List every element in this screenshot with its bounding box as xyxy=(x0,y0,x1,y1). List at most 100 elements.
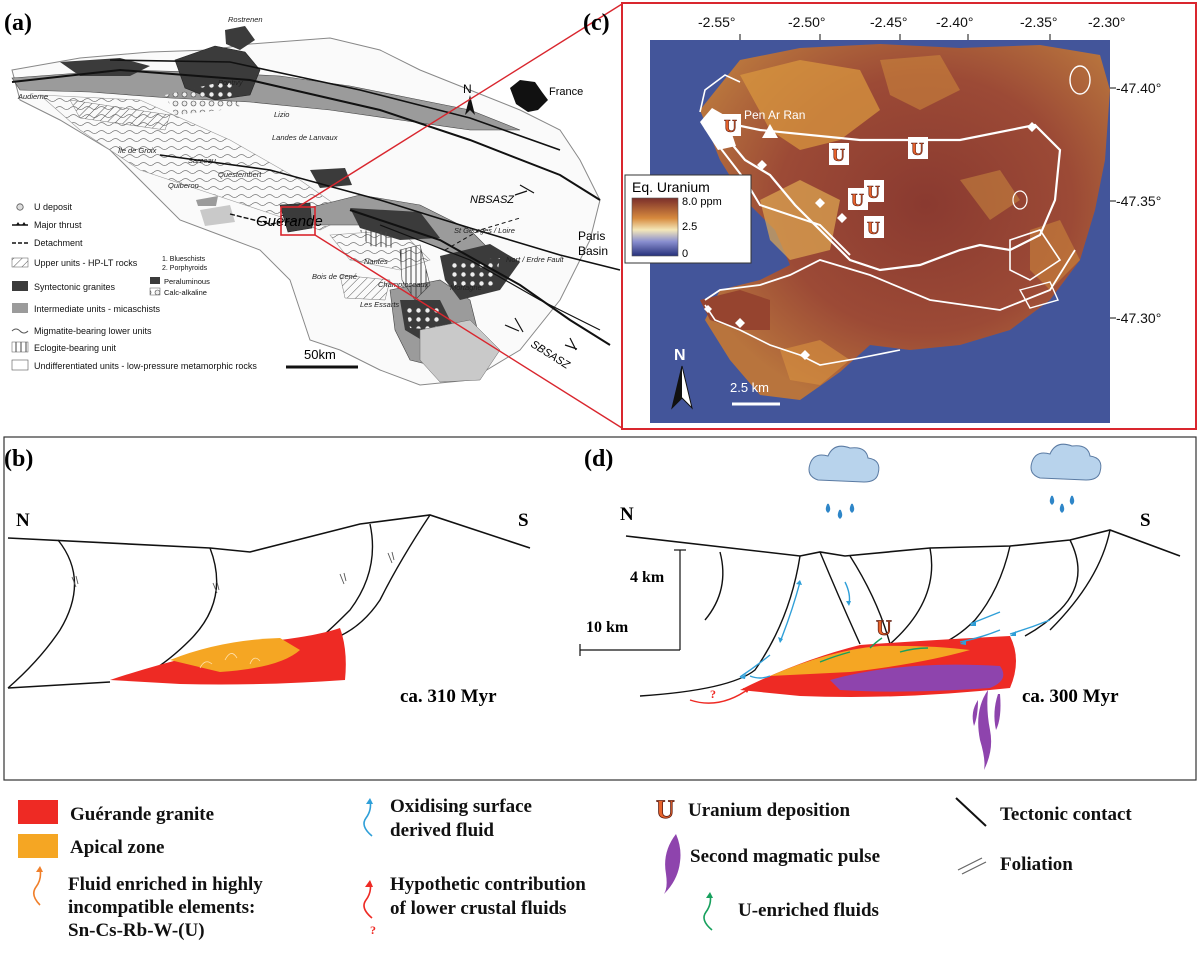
legend-apical-swatch xyxy=(18,834,58,858)
place-nantes: Nantes xyxy=(364,257,388,266)
legend-pulse-icon xyxy=(664,834,681,894)
pen-ar-ran-headland xyxy=(700,108,736,150)
colorbar-title: Eq. Uranium xyxy=(632,179,710,195)
place-pontivy: Pontivy xyxy=(218,78,244,87)
panel-d-surface xyxy=(625,529,1181,557)
svg-text:2.5 km: 2.5 km xyxy=(730,380,769,395)
svg-text:U: U xyxy=(851,190,864,210)
svg-text:4 km: 4 km xyxy=(630,569,665,586)
legend-foliation-icon xyxy=(957,857,987,875)
svg-text:2. Porphyroids: 2. Porphyroids xyxy=(162,265,208,272)
svg-text:Second magmatic pulse: Second magmatic pulse xyxy=(690,846,880,867)
place-questembert: Questembert xyxy=(218,170,262,179)
svg-text:Fluid enriched in highly: Fluid enriched in highly xyxy=(68,874,263,895)
svg-text:U: U xyxy=(911,139,924,159)
map-north-label: N xyxy=(463,82,472,96)
place-nort: Nort / Erdre Fault xyxy=(506,255,564,264)
svg-text:Paris: Paris xyxy=(578,229,605,243)
panel-d-age: ca. 300 Myr xyxy=(1022,686,1119,707)
u-deposit-markers: U U U U U U xyxy=(721,114,928,238)
svg-text:8.0 ppm: 8.0 ppm xyxy=(682,196,722,208)
place-les-essarts: Les Essarts xyxy=(360,300,399,309)
map-upper-units xyxy=(69,99,171,131)
map-legend: U deposit Major thrust Detachment Upper … xyxy=(11,202,257,371)
xtick-5: -2.30° xyxy=(1088,14,1126,30)
xtick-3: -2.40° xyxy=(936,14,974,30)
svg-text:France: France xyxy=(549,86,583,98)
svg-text:U: U xyxy=(832,145,845,165)
panel-c: (c) xyxy=(583,2,1197,430)
panel-label-c: (c) xyxy=(583,10,610,36)
place-champtoceaux: Champtoceaux xyxy=(378,280,429,289)
bottom-legend: Guérande granite Apical zone Fluid enric… xyxy=(18,795,1132,941)
panel-d-second-pulse xyxy=(830,664,1004,692)
svg-text:Eclogite-bearing unit: Eclogite-bearing unit xyxy=(34,343,117,353)
svg-text:?: ? xyxy=(370,923,376,937)
svg-text:of lower crustal fluids: of lower crustal fluids xyxy=(390,898,566,919)
svg-text:Migmatite-bearing lower units: Migmatite-bearing lower units xyxy=(34,326,152,336)
svg-text:Detachment: Detachment xyxy=(34,238,83,248)
uranium-map-axes: -2.55° -2.50° -2.45° -2.40° -2.35° -2.30… xyxy=(698,14,1161,326)
france-inset-icon xyxy=(510,80,548,112)
legend-granite-swatch xyxy=(18,800,58,824)
svg-text:Syntectonic granites: Syntectonic granites xyxy=(34,282,116,292)
place-quiberon: Quiberon xyxy=(168,181,199,190)
svg-text:Uranium deposition: Uranium deposition xyxy=(688,800,850,821)
svg-text:?: ? xyxy=(710,687,716,701)
svg-text:Hypothetic contribution: Hypothetic contribution xyxy=(390,874,586,895)
xtick-0: -2.55° xyxy=(698,14,736,30)
panel-label-a: (a) xyxy=(4,10,32,36)
svg-text:Upper units - HP-LT rocks: Upper units - HP-LT rocks xyxy=(34,258,138,268)
panel-a: (a) xyxy=(4,3,623,429)
panel-d-u-enriched-fluid xyxy=(819,637,929,663)
legend-red-fluid-icon: ? xyxy=(363,880,376,937)
panel-d-south: S xyxy=(1140,510,1151,531)
panel-d-u-deposit: U xyxy=(876,615,892,640)
xtick-4: -2.35° xyxy=(1020,14,1058,30)
panel-d: (d) N S 4 km xyxy=(579,443,1181,770)
svg-text:U-enriched fluids: U-enriched fluids xyxy=(738,900,879,921)
panel-b-south: S xyxy=(518,510,529,531)
svg-text:U: U xyxy=(867,182,880,202)
panel-d-apical-zone xyxy=(770,645,970,676)
svg-text:Guérande granite: Guérande granite xyxy=(70,804,214,825)
svg-text:0: 0 xyxy=(682,248,688,260)
svg-text:Basin: Basin xyxy=(578,244,608,258)
legend-green-fluid-icon xyxy=(703,892,713,931)
place-groix: Île de Groix xyxy=(118,146,157,155)
panel-b-surface xyxy=(7,514,531,553)
panel-label-d: (d) xyxy=(584,446,613,472)
svg-text:Calc-alkaline: Calc-alkaline xyxy=(164,288,207,297)
legend-orange-fluid-icon xyxy=(32,866,43,906)
map-migmatite-unit xyxy=(39,94,351,231)
cross-section-frame xyxy=(3,436,1197,781)
svg-text:U deposit: U deposit xyxy=(34,202,73,212)
svg-text:Peraluminous: Peraluminous xyxy=(164,277,210,286)
svg-text:U: U xyxy=(867,218,880,238)
ytick-2: -47.30° xyxy=(1116,310,1161,326)
svg-text:U: U xyxy=(724,116,737,136)
svg-text:Foliation: Foliation xyxy=(1000,854,1073,875)
place-stgeorges: St Georges / Loire xyxy=(454,226,515,235)
svg-text:incompatible elements:: incompatible elements: xyxy=(68,897,255,918)
place-audierne: Audierne xyxy=(17,92,48,101)
svg-text:Sn-Cs-Rb-W-(U): Sn-Cs-Rb-W-(U) xyxy=(68,920,205,941)
place-sarzeau: Sarzeau xyxy=(188,156,217,165)
svg-text:10 km: 10 km xyxy=(586,619,629,636)
panel-label-b: (b) xyxy=(4,446,33,472)
svg-text:Undifferentiated units - low-p: Undifferentiated units - low-pressure me… xyxy=(34,361,257,371)
legend-blue-fluid-icon xyxy=(363,798,373,837)
panel-b-age: ca. 310 Myr xyxy=(400,686,497,707)
map-eclogite-unit xyxy=(399,244,431,301)
legend-u-icon: U xyxy=(656,795,675,824)
ytick-1: -47.35° xyxy=(1116,193,1161,209)
place-lizio: Lizio xyxy=(274,110,289,119)
uranium-map-north-arrow: N xyxy=(671,347,693,410)
depth-scale: 4 km 10 km xyxy=(579,549,686,656)
svg-text:Tectonic contact: Tectonic contact xyxy=(1000,804,1132,825)
svg-text:1. Blueschists: 1. Blueschists xyxy=(162,256,206,263)
map-granite-guerande xyxy=(279,202,313,233)
map-nbsasz-line xyxy=(11,68,601,201)
pen-ar-ran-label: Pen Ar Ran xyxy=(744,108,805,122)
